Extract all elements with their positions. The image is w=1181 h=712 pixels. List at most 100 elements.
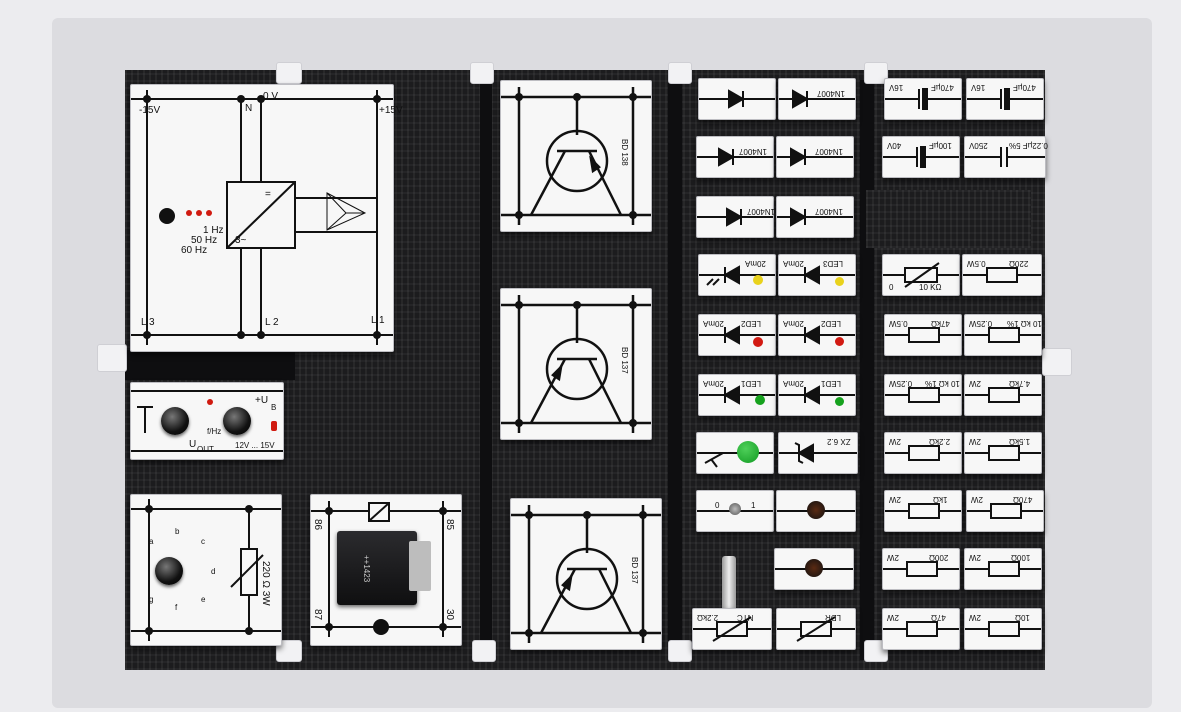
power-led [271,421,277,431]
resistor-watt: 0.25W [889,379,913,388]
function-generator-module: +U B f/Hz U OUT 12V ... 15V [130,382,284,460]
resistor-value: 220Ω [1009,259,1029,268]
ntc-value: 2.2kΩ [697,613,719,622]
led-indicator [196,210,202,216]
resistor-module: 0.5W 220Ω [962,254,1042,296]
amplitude-knob[interactable] [161,407,189,435]
diode-symbol [697,207,773,227]
resistor-value: 10 kΩ 1% [925,379,960,388]
resistor-module: 0.25W 10 kΩ 1% [884,374,962,416]
electrolytic-capacitor-symbol [967,88,1043,110]
transistor-label: BD 138 [620,139,629,166]
pin-87: 87 [312,609,323,621]
led-current: 20mA [783,259,804,268]
switch-one: 1 [751,501,756,510]
cap-voltage: 40V [887,141,902,150]
capacitor-module: 16V 470µF [884,78,962,120]
resistor-module: 0.25W 10 kΩ 1% [964,314,1042,356]
jack-socket[interactable] [805,559,823,577]
transistor-label: BD 137 [620,347,629,374]
led-current: 20mA [783,319,804,328]
resistor-value: 4.7kΩ [1009,379,1031,388]
tray-clip [668,62,692,84]
led-module: 20mA LED2 [778,314,856,356]
resistor-module: 2W 10Ω [964,608,1042,650]
diode-symbol [697,147,773,167]
resistor-symbol [967,503,1043,519]
resistor-watt: 2W [969,437,981,446]
switch-zero: 0 [715,501,720,510]
led-module: 20mA LED1 [778,374,856,416]
position-b: b [175,527,180,536]
resistor-symbol [965,327,1041,343]
relay-schematic [311,501,461,637]
cap-voltage: 16V [889,83,904,92]
zener-symbol [779,442,857,464]
green-pushbutton[interactable] [737,441,759,463]
label-1hz: 1 Hz [203,225,224,236]
led-module: 20mA LED2 [698,314,776,356]
diode-symbol [779,89,855,109]
transistor-symbol [501,87,651,225]
ldr-name: LDR [825,613,842,622]
led-symbol [699,325,775,345]
relay-socket[interactable] [373,619,389,635]
cap-voltage: 250V [969,141,988,150]
toggle-switch[interactable] [729,503,741,515]
socket-module [776,490,856,532]
led-indicator [207,399,213,405]
cap-value: 0.22µF 5% [1009,141,1048,150]
resistor-value: 10 kΩ 1% [1007,319,1042,328]
electrolytic-capacitor-symbol [885,88,961,110]
frequency-knob[interactable] [223,407,251,435]
pin-30: 30 [444,609,455,621]
relay-module: ++1423 86 85 87 30 [310,494,462,646]
transistor-module-1: BD 138 [500,80,652,232]
transistor-label: BD 137 [630,557,639,584]
resistor-watt: 2W [971,495,983,504]
rail [668,80,682,660]
position-e: e [201,595,206,604]
resistor-watt: 0.5W [889,319,908,328]
resistor-symbol [963,267,1041,283]
pin-85: 85 [444,519,455,531]
led-name: LED1 [821,379,842,388]
selector-knob[interactable] [155,557,183,585]
resistor-symbol [965,621,1041,637]
red-led [753,337,763,347]
led-module: 20mA LED1 [698,374,776,416]
relay-bracket [409,541,431,591]
led-current: 20mA [783,379,804,388]
capacitor-symbol [965,147,1045,167]
label-l2: L 2 [265,317,279,328]
jack-socket[interactable] [807,501,825,519]
resistor-watt: 0.5W [967,259,986,268]
tray-clip [864,62,888,84]
resistor-value: 200Ω [929,553,949,562]
label-fhz: f/Hz [207,427,222,436]
diode-module [698,78,776,120]
power-socket[interactable] [159,208,175,224]
diode-label: 1N4007 [739,147,768,156]
resistor-value: 2.2kΩ [929,437,951,446]
label-dc: = [265,189,271,200]
label-uout: U [189,439,197,450]
led-symbol [779,265,855,285]
tray-clip [276,62,302,84]
label-60hz: 60 Hz [181,245,208,256]
label-minus15: -15V [139,105,161,116]
ntc-symbol [693,616,771,642]
cap-value: 470µF [1013,83,1036,92]
power-supply-schematic [131,90,393,345]
cap-voltage: 16V [971,83,986,92]
resistor-symbol [883,561,959,577]
led-name: LED3 [823,259,844,268]
rail [480,80,492,660]
label-zero-v: 0 V [263,91,279,102]
tray-clip [97,344,127,372]
resistor-module: 0.5W 47kΩ [884,314,962,356]
transistor-symbol [501,295,651,433]
label-l1: L 1 [371,315,385,326]
tray-clip [668,640,692,662]
